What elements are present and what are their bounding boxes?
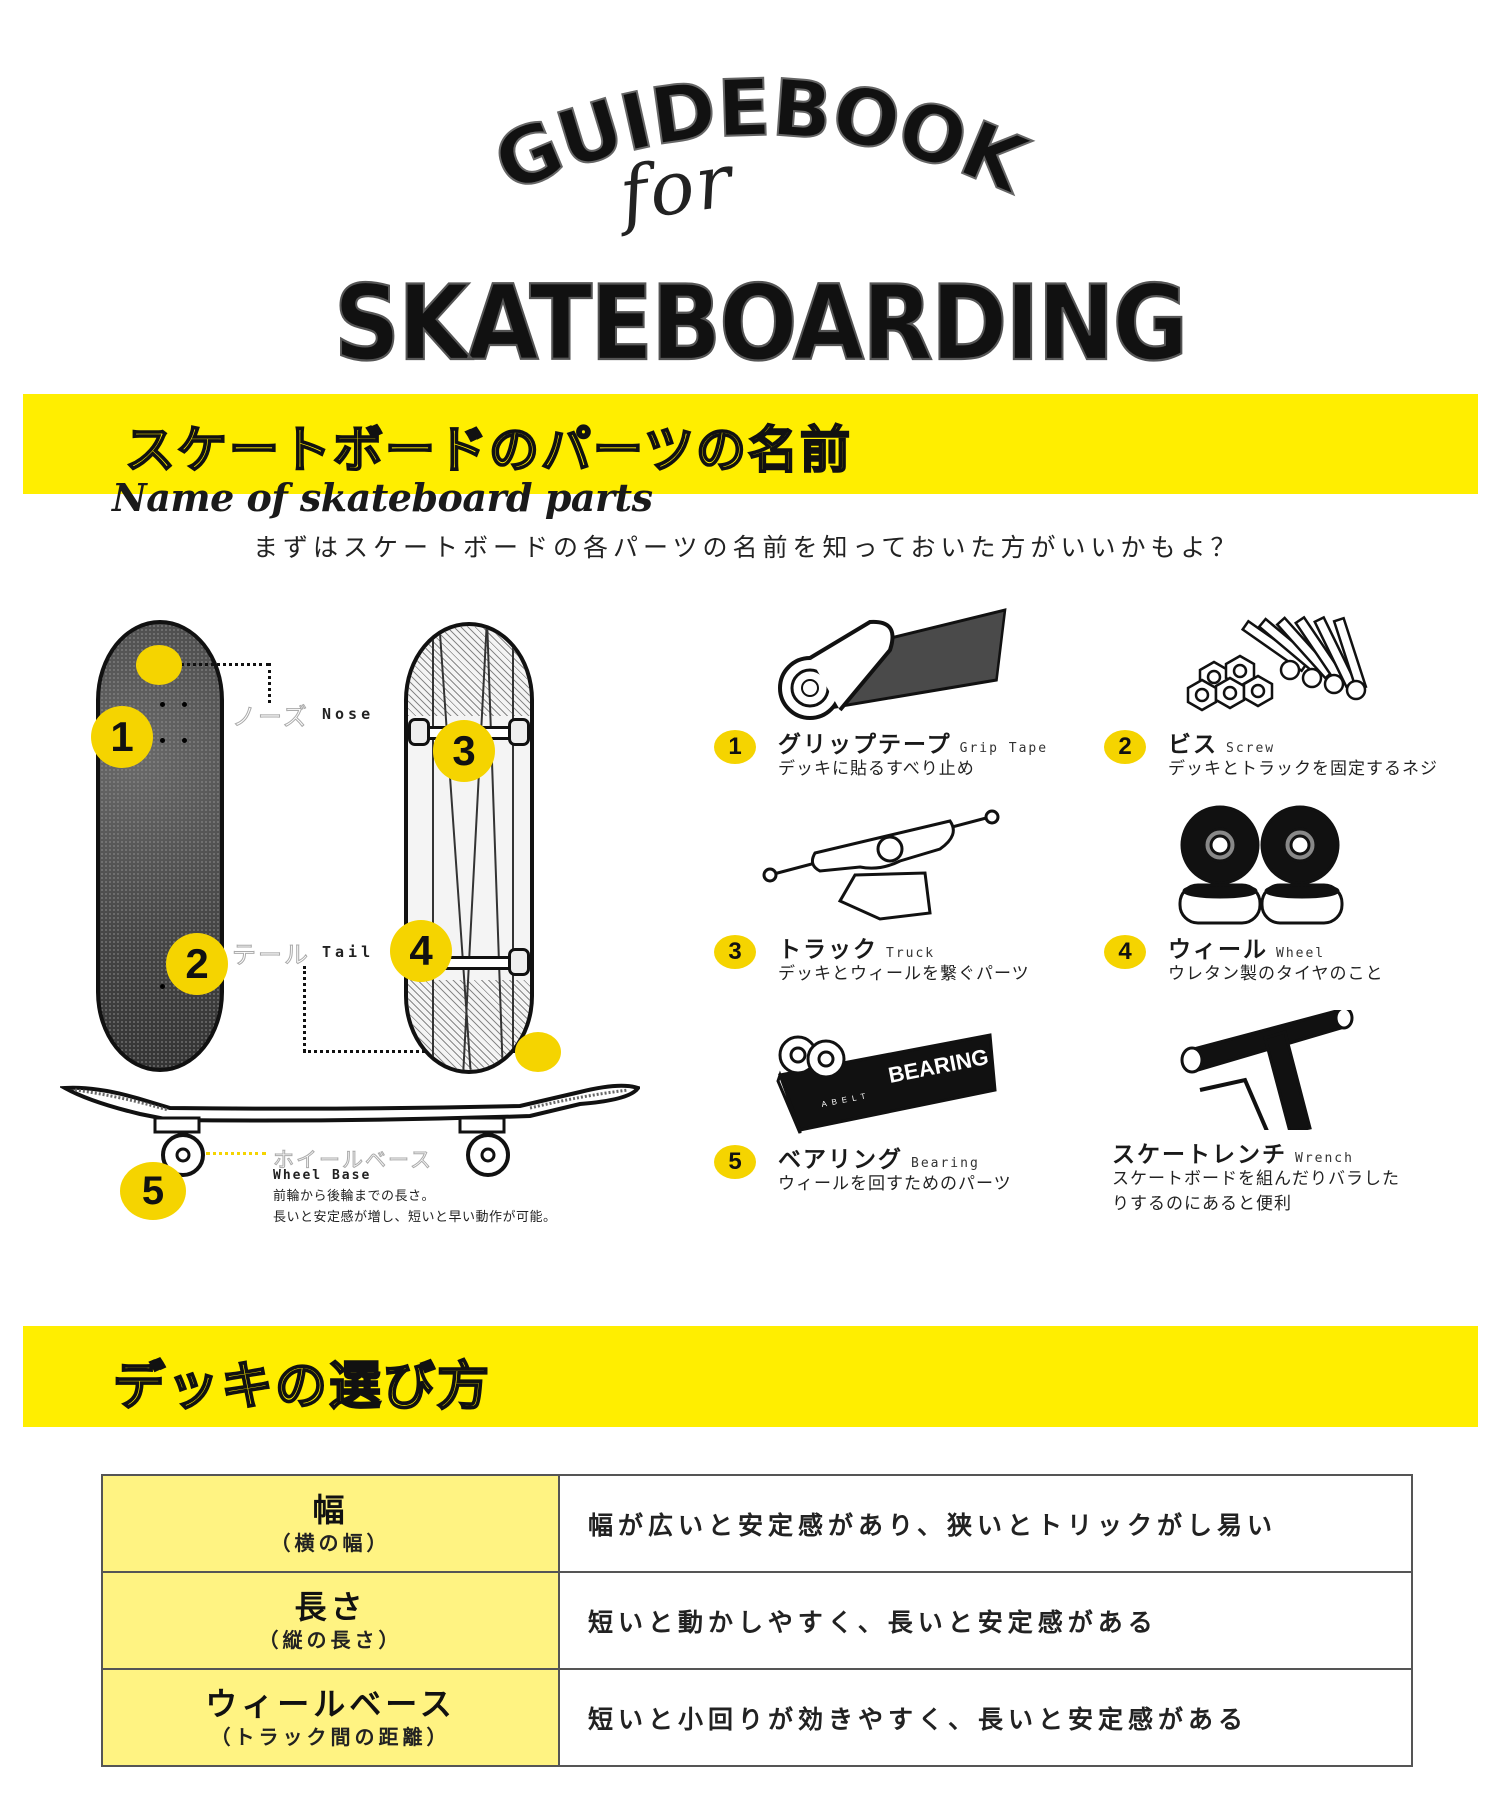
badge-3: 3 (714, 935, 756, 969)
badge-5: 5 (714, 1145, 756, 1179)
front-wheel-icon (161, 1133, 205, 1177)
part-screw: 2 ビス Screw デッキとトラックを固定するネジ (1090, 590, 1490, 800)
section-band-deck-choice: デッキの選び方 (23, 1326, 1478, 1427)
row-value: 短いと小回りが効きやすく、長いと安定感がある (558, 1668, 1413, 1767)
guidebook-arc-title: GUIDEBOOK (481, 62, 1043, 213)
part-name-en: Wheel (1276, 946, 1326, 961)
svg-text:GUIDEBOOK: GUIDEBOOK (482, 63, 1041, 212)
row-key-sub: （縦の長さ） (258, 1627, 403, 1652)
deck-bottom-view-icon (404, 622, 534, 1074)
deck-choice-table: 幅 （横の幅） 幅が広いと安定感があり、狭いとトリックがし易い 長さ （縦の長さ… (101, 1474, 1413, 1767)
skateboard-side-view-icon (60, 1083, 640, 1134)
part-description: デッキとウィールを繋ぐパーツ (778, 964, 1030, 984)
part-description: ウレタン製のタイヤのこと (1168, 964, 1384, 984)
row-value: 幅が広いと安定感があり、狭いとトリックがし易い (558, 1474, 1413, 1573)
badge-4: 4 (390, 920, 452, 982)
wheelbase-label-jp: ホイールベース (273, 1148, 433, 1173)
row-key: 長さ (294, 1587, 367, 1626)
tail-label-jp: テール (232, 941, 310, 970)
table-row: 長さ （縦の長さ） 短いと動かしやすく、長いと安定感がある (101, 1571, 1413, 1670)
guidebook-title: GUIDEBOOK for SKATEBOARDING (0, 0, 1500, 384)
row-key: 幅 (312, 1490, 349, 1529)
row-value: 短いと動かしやすく、長いと安定感がある (558, 1571, 1413, 1670)
section-title-parts: スケートボードのパーツの名前 (124, 420, 852, 480)
part-name-en: Bearing (911, 1156, 980, 1171)
part-name-en: Wrench (1295, 1151, 1354, 1166)
wheelbase-leader-line (206, 1152, 266, 1155)
title-for-script: for (614, 137, 739, 239)
part-name: ベアリング (778, 1147, 903, 1173)
bearing-box-icon: BEARING ABELT (776, 1033, 997, 1134)
grip-tape-roll-icon (778, 608, 1007, 720)
part-truck: 3 トラック Truck デッキとウィールを繋ぐパーツ (700, 795, 1100, 1005)
part-name: トラック (778, 937, 878, 963)
badge-2: 2 (166, 933, 228, 995)
bolt-icon (160, 702, 165, 707)
t-wrench-icon (1180, 1010, 1354, 1130)
section-subtitle-en: Name of skateboard parts (112, 475, 653, 520)
part-skate-wrench: スケートレンチ Wrench スケートボードを組んだりバラしたりするのにあると便… (1090, 1000, 1490, 1214)
row-key-sub: （トラック間の距離） (210, 1724, 451, 1749)
part-description: デッキに貼るすべり止め (778, 759, 975, 779)
rear-wheel-icon (466, 1133, 510, 1177)
badge-3: 3 (433, 720, 495, 782)
part-description: デッキとトラックを固定するネジ (1168, 759, 1438, 779)
part-description: ウィールを回すためのパーツ (778, 1174, 1012, 1194)
nose-leader-line (268, 663, 271, 703)
part-grip-tape: 1 グリップテープ Grip Tape デッキに貼るすべり止め (700, 590, 1100, 800)
wheels-icon (1178, 805, 1344, 925)
part-name: スケートレンチ (1112, 1142, 1287, 1168)
table-row: ウィールベース （トラック間の距離） 短いと小回りが効きやすく、長いと安定感があ… (101, 1668, 1413, 1767)
tail-leader-line (303, 966, 306, 1052)
nose-leader-line (180, 663, 270, 666)
bolt-icon (182, 702, 187, 707)
row-key-sub: （横の幅） (270, 1530, 391, 1555)
bolt-icon (160, 984, 165, 989)
table-row: 幅 （横の幅） 幅が広いと安定感があり、狭いとトリックがし易い (101, 1474, 1413, 1573)
badge-1: 1 (714, 730, 756, 764)
part-name-en: Screw (1226, 741, 1276, 756)
intro-text: まずはスケートボードの各パーツの名前を知っておいた方がいいかもよ？ (253, 533, 1241, 562)
wheelbase-label-en: Wheel Base (273, 1168, 372, 1183)
part-name-en: Truck (886, 946, 936, 961)
screws-nuts-icon (1186, 615, 1368, 712)
title-skateboarding: SKATEBOARDING (333, 262, 1189, 384)
deck-top-view-icon (96, 620, 224, 1072)
parts-list: 1 グリップテープ Grip Tape デッキに貼るすべり止め (700, 590, 1500, 1230)
nose-label-jp: ノーズ (232, 703, 309, 732)
section-band-parts: スケートボードのパーツの名前 (23, 394, 1478, 494)
bolt-icon (182, 738, 187, 743)
wheelbase-description: 前輪から後輪までの長さ。 長いと安定感が増し、短いと早い動作が可能。 (273, 1189, 557, 1225)
nose-marker-dot (136, 645, 182, 685)
badge-1: 1 (91, 706, 153, 768)
bolt-icon (160, 738, 165, 743)
part-name: グリップテープ (778, 732, 952, 758)
tail-marker-dot (515, 1032, 561, 1072)
row-key: ウィールベース (205, 1684, 456, 1723)
nose-label-en: Nose (322, 705, 375, 723)
truck-icon (762, 809, 1000, 921)
tail-label-en: Tail (322, 943, 375, 961)
badge-4: 4 (1104, 935, 1146, 969)
part-description: スケートボードを組んだりバラしたりするのにあると便利 (1112, 1169, 1400, 1214)
part-name: ビス (1168, 732, 1218, 758)
badge-2: 2 (1104, 730, 1146, 764)
section-title-deck-choice: デッキの選び方 (112, 1356, 492, 1418)
part-wheel: 4 ウィール Wheel ウレタン製のタイヤのこと (1090, 795, 1490, 1005)
part-name: ウィール (1168, 937, 1268, 963)
badge-5: 5 (120, 1162, 186, 1220)
deck-diagram: 1 2 ノーズ Nose テール Tail 3 4 (60, 600, 680, 1240)
part-bearing: BEARING ABELT 5 ベアリング Bearing ウィールを回すための… (700, 1005, 1100, 1215)
part-name-en: Grip Tape (959, 741, 1049, 756)
